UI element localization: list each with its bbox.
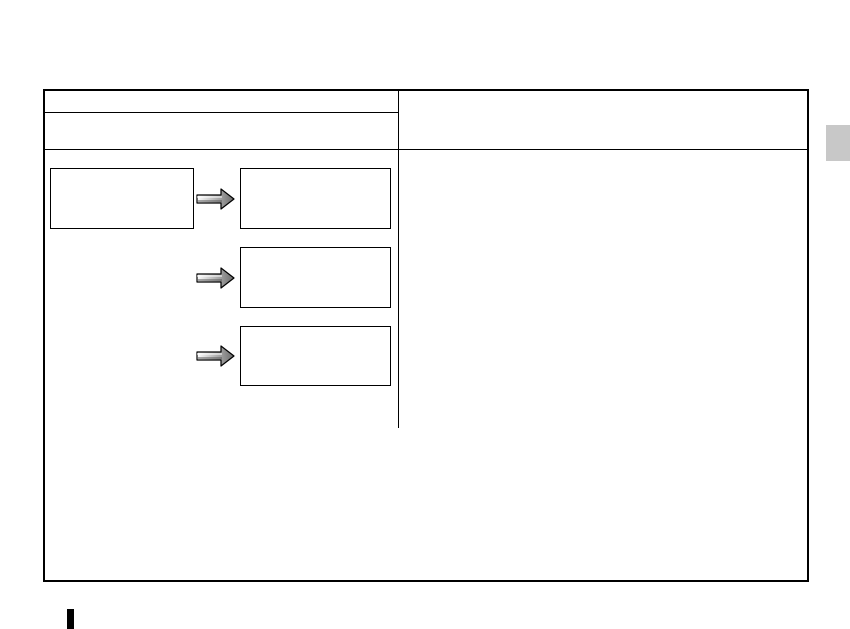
- header-right-cell: [400, 91, 806, 147]
- target-box-1: [240, 168, 391, 229]
- target-box-2: [240, 247, 391, 308]
- right-arrow-icon: [196, 267, 235, 289]
- source-box: [50, 168, 194, 229]
- footer-cell: [45, 430, 806, 578]
- page-marker: [67, 609, 74, 629]
- column-divider: [398, 89, 399, 428]
- header-bottom-rule: [43, 149, 809, 150]
- section-tab: [826, 125, 850, 161]
- header-divider: [43, 112, 398, 113]
- target-box-3: [240, 326, 391, 386]
- right-arrow-icon: [196, 345, 235, 367]
- right-arrow-icon: [196, 188, 235, 210]
- table-frame: [43, 89, 809, 582]
- header-left-bottom-cell: [45, 113, 397, 147]
- header-left-top-cell: [45, 91, 397, 111]
- body-right-cell: [400, 151, 806, 421]
